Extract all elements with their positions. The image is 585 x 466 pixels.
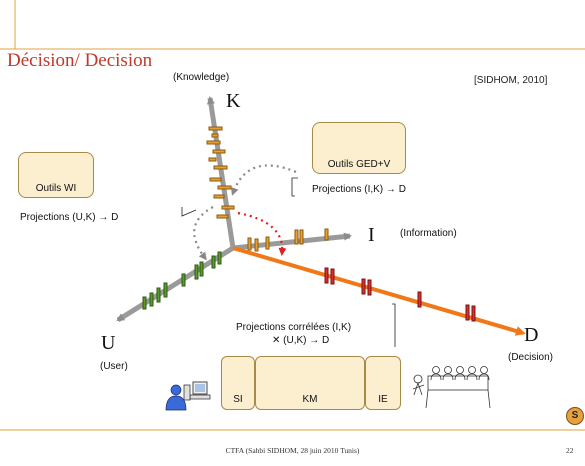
i-axis-letter: I (368, 224, 375, 246)
user-workstation-icon (165, 381, 211, 411)
u-axis-letter: U (101, 332, 116, 354)
i-axis (232, 228, 352, 252)
outils-ged-box: Outils GED+V (312, 122, 406, 174)
slide-frame (0, 0, 585, 431)
ie-box: IE (365, 356, 401, 410)
u-axis (116, 245, 235, 323)
u-axis-label: (User) (100, 361, 128, 372)
k-axis (206, 96, 236, 249)
projection-correlated-label-2: ✕ (U,K) → D (272, 335, 330, 346)
sidhom-badge: S (566, 407, 584, 425)
d-axis-label: (Decision) (508, 352, 554, 363)
slide-title: Décision/ Decision (7, 50, 153, 71)
callout-leaders (181, 177, 396, 347)
projection-red-arrow (237, 211, 287, 256)
footer-text: CTFA (Sahbi SIDHOM, 28 juin 2010 Tunis) (225, 446, 360, 455)
ie-label: IE (378, 394, 388, 405)
k-axis-label: (Knowledge) (173, 72, 230, 83)
k-axis-letter: K (226, 90, 241, 112)
si-box: SI (221, 356, 255, 410)
outils-ged-label: Outils GED+V (327, 159, 391, 170)
projection-correlated-label: Projections corrélées (I,K) (236, 322, 352, 333)
projection-uk-label: Projections (U,K) → D (20, 212, 119, 223)
km-label: KM (302, 394, 318, 405)
d-axis-letter: D (524, 324, 539, 346)
projection-ik-label: Projections (I,K) → D (312, 184, 406, 195)
projection-uk-arrow (193, 206, 214, 261)
km-box: KM (255, 356, 365, 410)
outils-wi-label: Outils WI (35, 183, 77, 194)
outils-wi-box: Outils WI (18, 152, 94, 198)
d-axis (232, 246, 526, 336)
page-number: 22 (566, 446, 574, 455)
i-axis-label: (Information) (400, 228, 457, 239)
si-label: SI (233, 394, 243, 405)
projection-ik-arrow (230, 164, 297, 196)
reference-citation: [SIDHOM, 2010] (474, 75, 548, 86)
meeting-icon (412, 366, 491, 409)
